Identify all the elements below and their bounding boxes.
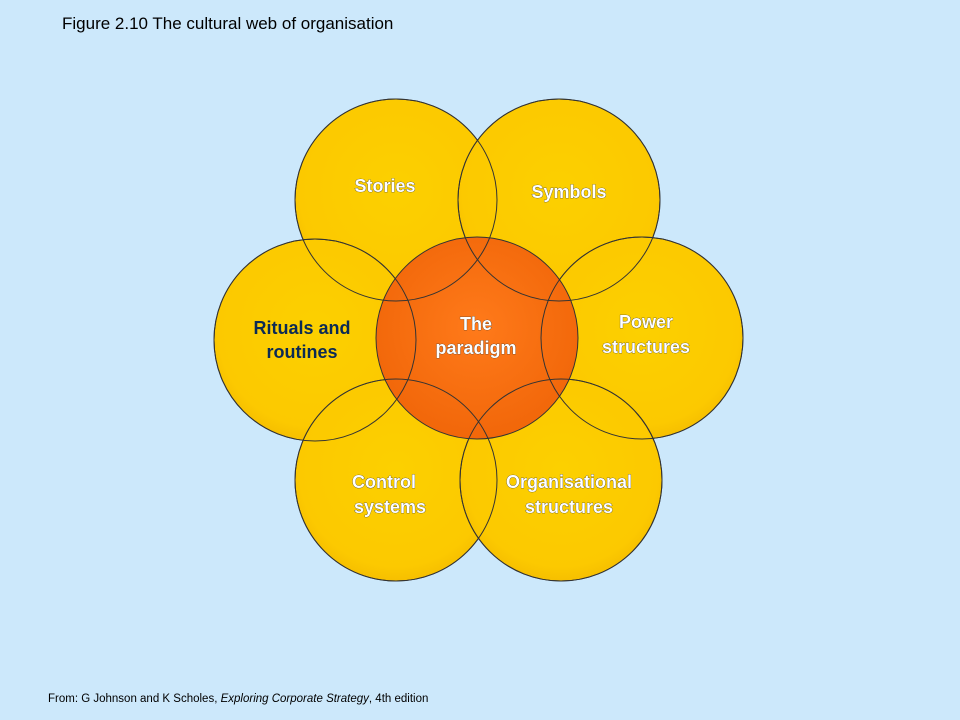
label-rituals-line2: routines [266, 342, 337, 362]
label-rituals-line1: Rituals and [253, 318, 350, 338]
label-power-line2: structures [602, 337, 690, 357]
label-stories: Stories [354, 176, 415, 196]
outline-rituals [213, 238, 417, 442]
label-organisational-line2: structures [525, 497, 613, 517]
figure-title: Figure 2.10 The cultural web of organisa… [62, 14, 394, 33]
label-symbols: Symbols [531, 182, 606, 202]
outline-power [540, 236, 744, 440]
label-center-line2: paradigm [435, 338, 516, 358]
label-control-line2: systems [354, 497, 426, 517]
label-organisational-line1: Organisational [506, 472, 632, 492]
source-suffix: , 4th edition [368, 693, 429, 705]
outline-control [294, 378, 498, 582]
outline-symbols [457, 98, 661, 302]
label-control-line1: Control [352, 472, 416, 492]
source-citation: From: G Johnson and K Scholes, Exploring… [48, 693, 428, 705]
label-power-line1: Power [619, 312, 673, 332]
center-paradigm [375, 236, 579, 440]
label-center-line1: The [460, 314, 492, 334]
source-book-title: Exploring Corporate Strategy [220, 693, 369, 705]
outline-stories [294, 98, 498, 302]
outline-organisational [459, 378, 663, 582]
source-prefix: From: G Johnson and K Scholes, [48, 693, 221, 705]
